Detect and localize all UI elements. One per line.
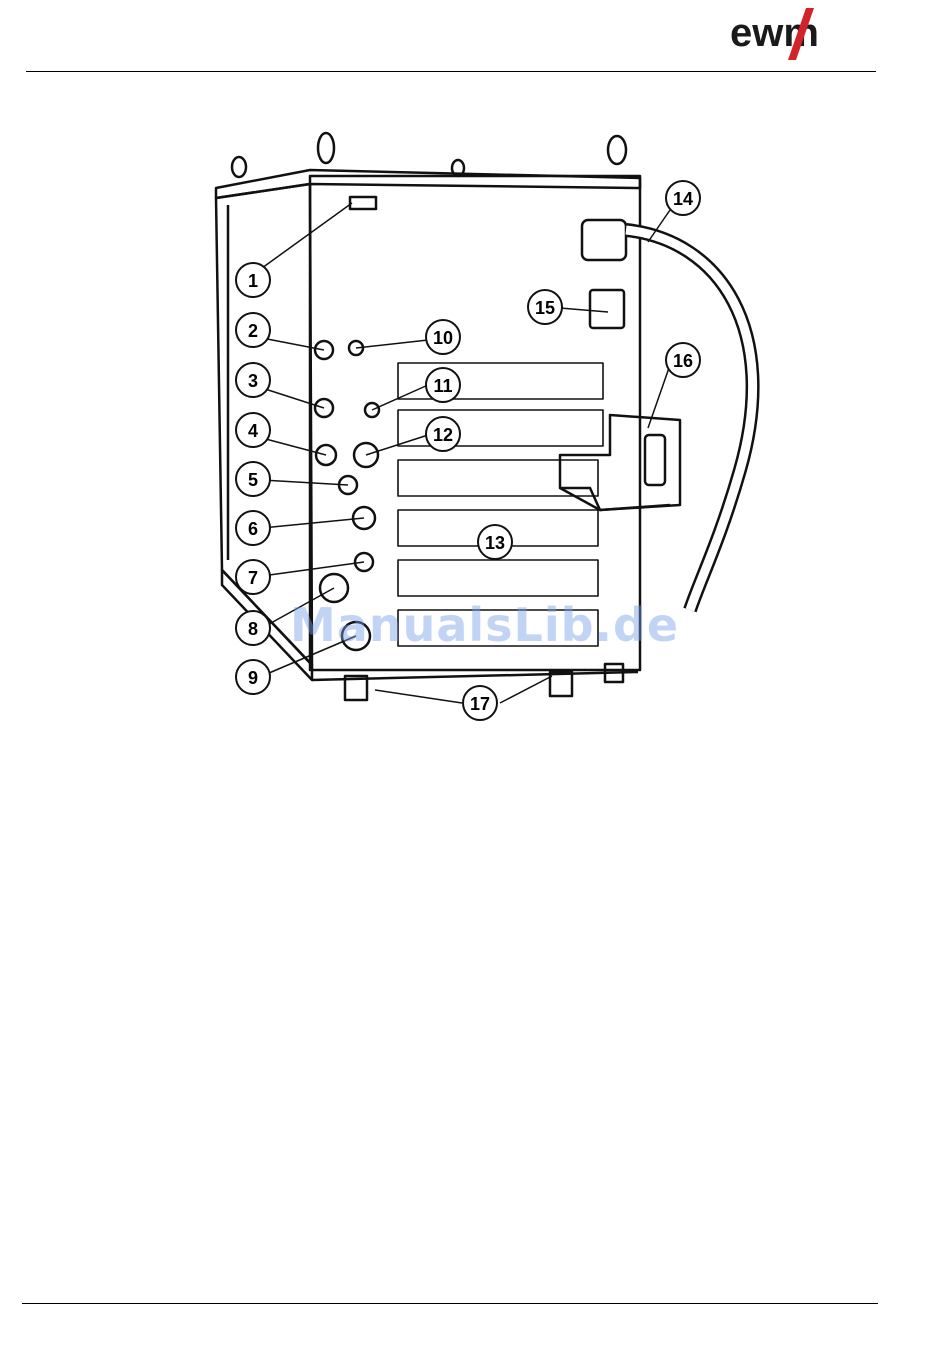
switch-icon bbox=[590, 290, 624, 328]
svg-text:8: 8 bbox=[248, 619, 258, 639]
lifting-eye-icon bbox=[232, 157, 246, 177]
callout: 1 bbox=[236, 263, 270, 297]
watermark: ManualsLib.de bbox=[290, 598, 670, 652]
svg-text:9: 9 bbox=[248, 668, 258, 688]
interface-connector-icon bbox=[350, 197, 376, 209]
svg-text:6: 6 bbox=[248, 519, 258, 539]
callout: 11 bbox=[426, 368, 460, 402]
callout: 9 bbox=[236, 660, 270, 694]
cable-gland-icon bbox=[582, 220, 626, 260]
svg-text:7: 7 bbox=[248, 568, 258, 588]
callout: 8 bbox=[236, 611, 270, 645]
callout: 10 bbox=[426, 320, 460, 354]
svg-text:3: 3 bbox=[248, 371, 258, 391]
callout: 3 bbox=[236, 363, 270, 397]
svg-text:4: 4 bbox=[248, 421, 258, 441]
callout: 5 bbox=[236, 462, 270, 496]
svg-text:5: 5 bbox=[248, 470, 258, 490]
callout: 15 bbox=[528, 290, 562, 324]
callout: 4 bbox=[236, 413, 270, 447]
callout: 14 bbox=[666, 181, 700, 215]
svg-text:12: 12 bbox=[433, 425, 453, 445]
callout: 12 bbox=[426, 417, 460, 451]
callout: 13 bbox=[478, 525, 512, 559]
svg-text:1: 1 bbox=[248, 271, 258, 291]
lifting-eye-icon bbox=[318, 133, 334, 163]
svg-text:10: 10 bbox=[433, 328, 453, 348]
lifting-eye-icon bbox=[608, 136, 626, 164]
svg-text:14: 14 bbox=[673, 189, 693, 209]
svg-text:13: 13 bbox=[485, 533, 505, 553]
svg-text:11: 11 bbox=[433, 376, 452, 396]
callout: 6 bbox=[236, 511, 270, 545]
footer-rule bbox=[22, 1303, 878, 1304]
callout: 7 bbox=[236, 560, 270, 594]
callout: 16 bbox=[666, 343, 700, 377]
callout: 2 bbox=[236, 313, 270, 347]
svg-text:17: 17 bbox=[470, 694, 490, 714]
svg-text:2: 2 bbox=[248, 321, 258, 341]
svg-text:15: 15 bbox=[535, 298, 555, 318]
callout: 17 bbox=[463, 686, 497, 720]
svg-text:16: 16 bbox=[673, 351, 693, 371]
mains-cable bbox=[626, 230, 753, 610]
